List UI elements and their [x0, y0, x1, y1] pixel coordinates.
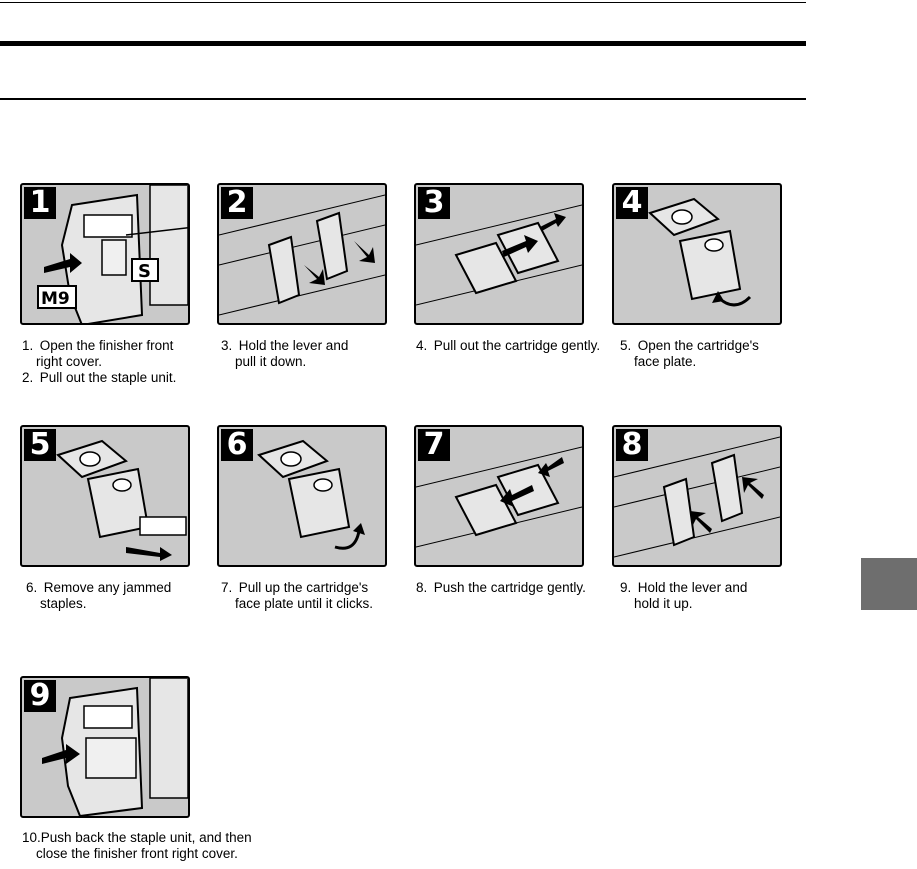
staple-unit-lever-illustration [219, 194, 385, 316]
step-9-badge: 9 [24, 680, 56, 712]
step-7-illustration: 7 [414, 425, 584, 567]
step-8-badge: 8 [616, 429, 648, 461]
step-4-caption: 5. Open the cartridge's face plate. [620, 338, 759, 369]
step-2-caption: 3. Hold the lever and pull it down. [221, 338, 349, 369]
step-1-badge: 1 [24, 187, 56, 219]
step-6-badge: 6 [221, 429, 253, 461]
step-2-badge: 2 [221, 187, 253, 219]
remove-staples-illustration [56, 439, 187, 561]
step-7-caption: 8. Push the cartridge gently. [416, 580, 586, 595]
step-5-illustration: 5 [20, 425, 190, 567]
step-2-illustration: 2 [217, 183, 387, 325]
label-s: S [138, 261, 151, 282]
finisher-open-illustration: S M9 [37, 185, 188, 323]
step-5-badge: 5 [24, 429, 56, 461]
cartridge-pull-illustration [416, 204, 582, 306]
step-4-badge: 4 [616, 187, 648, 219]
step-9-illustration: 9 [20, 676, 190, 818]
step-3-caption: 4. Pull out the cartridge gently. [416, 338, 601, 353]
lever-up-illustration [614, 436, 780, 558]
step-8-illustration: 8 [612, 425, 782, 567]
step-8-caption: 9. Hold the lever and hold it up. [620, 580, 748, 611]
close-face-plate-illustration [257, 439, 365, 550]
section-rule [0, 98, 806, 100]
step-1-caption: 1. Open the finisher front right cover. … [22, 338, 177, 385]
cartridge-open-illustration [648, 197, 752, 307]
finisher-close-illustration [42, 678, 188, 816]
step-6-caption: 7. Pull up the cartridge's face plate un… [221, 580, 374, 611]
step-6-illustration: 6 [217, 425, 387, 567]
step-4-illustration: 4 [612, 183, 782, 325]
step-7-badge: 7 [418, 429, 450, 461]
chapter-tab [861, 558, 917, 610]
step-3-illustration: 3 [414, 183, 584, 325]
step-1-illustration: 1 S M9 [20, 183, 190, 325]
top-rule [0, 2, 806, 3]
step-5-caption: 6. Remove any jammed staples. [26, 580, 172, 611]
cartridge-push-illustration [416, 446, 582, 548]
step-9-caption: 10.Push back the staple unit, and then c… [22, 830, 252, 861]
step-3-badge: 3 [418, 187, 450, 219]
label-m9: M9 [41, 289, 70, 309]
heading-rule [0, 41, 806, 46]
